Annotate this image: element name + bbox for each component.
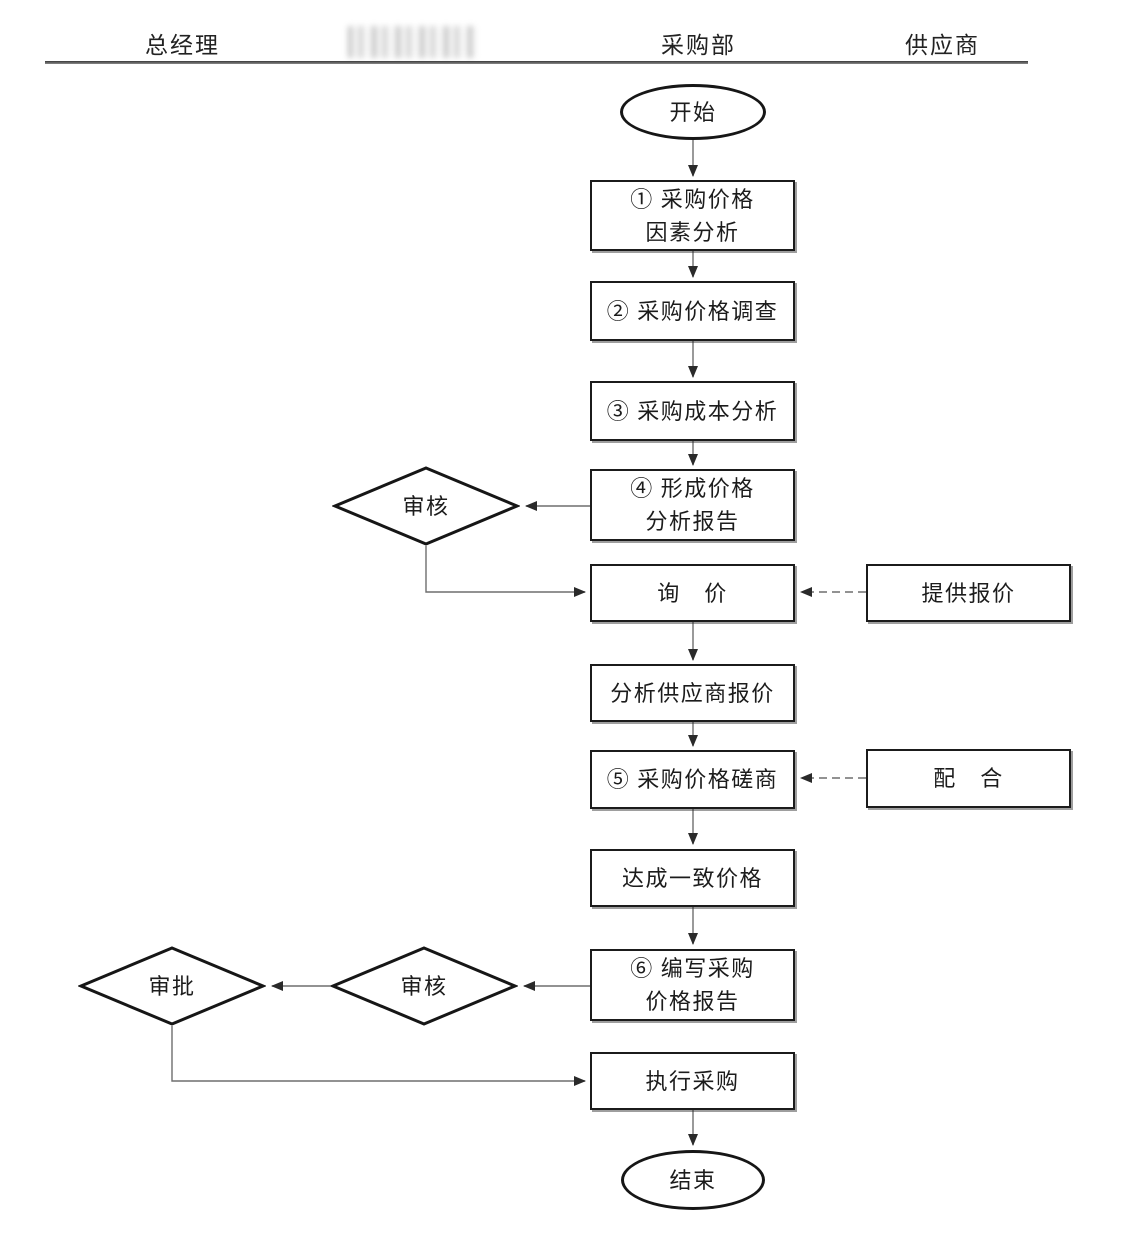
- analyze-quote-label: 分析供应商报价: [610, 680, 775, 706]
- process-step5-price-negotiation: ⑤ 采购价格磋商: [590, 750, 795, 809]
- cooperate-label: 配 合: [933, 766, 1004, 791]
- process-inquiry: 询 价: [590, 564, 795, 622]
- approve-label: 审批: [148, 973, 196, 999]
- execute-label: 执行采购: [645, 1068, 740, 1094]
- review1-label: 审核: [402, 493, 450, 519]
- review2-label: 审核: [400, 973, 448, 999]
- process-step4-price-analysis-report: ④ 形成价格 分析报告: [590, 469, 795, 541]
- step6-label: ⑥ 编写采购 价格报告: [630, 956, 755, 1014]
- decision-review-2: 审核: [330, 946, 518, 1026]
- process-cooperate: 配 合: [866, 749, 1071, 808]
- step4-label: ④ 形成价格 分析报告: [630, 476, 755, 534]
- process-execute-purchase: 执行采购: [590, 1052, 795, 1110]
- start-terminator: 开始: [620, 84, 766, 140]
- start-label: 开始: [669, 99, 717, 125]
- lane-label-purchasing-dept: 采购部: [661, 33, 736, 58]
- process-step1-price-factor-analysis: ① 采购价格 因素分析: [590, 180, 795, 251]
- step5-label: ⑤ 采购价格磋商: [606, 767, 779, 792]
- blurred-lane-label: [348, 26, 476, 58]
- process-analyze-supplier-quote: 分析供应商报价: [590, 664, 795, 722]
- process-step2-price-survey: ② 采购价格调查: [590, 281, 795, 341]
- process-step6-write-price-report: ⑥ 编写采购 价格报告: [590, 949, 795, 1021]
- step1-label: ① 采购价格 因素分析: [630, 186, 755, 245]
- end-label: 结束: [669, 1167, 717, 1193]
- process-step3-cost-analysis: ③ 采购成本分析: [590, 381, 795, 441]
- decision-review-1: 审核: [332, 466, 520, 546]
- provide-quote-label: 提供报价: [921, 580, 1016, 606]
- diamond-shape: [330, 946, 518, 1026]
- agree-price-label: 达成一致价格: [621, 865, 763, 891]
- header-divider: [45, 61, 1028, 64]
- diamond-shape: [78, 946, 266, 1026]
- process-agree-price: 达成一致价格: [590, 849, 795, 907]
- diamond-shape: [332, 466, 520, 546]
- lane-label-supplier: 供应商: [905, 33, 980, 58]
- inquiry-label: 询 价: [657, 580, 728, 606]
- decision-approve: 审批: [78, 946, 266, 1026]
- step2-label: ② 采购价格调查: [606, 298, 779, 324]
- process-provide-quote: 提供报价: [866, 564, 1071, 622]
- end-terminator: 结束: [621, 1150, 765, 1210]
- step3-label: ③ 采购成本分析: [606, 398, 779, 424]
- lane-label-general-manager: 总经理: [145, 33, 220, 58]
